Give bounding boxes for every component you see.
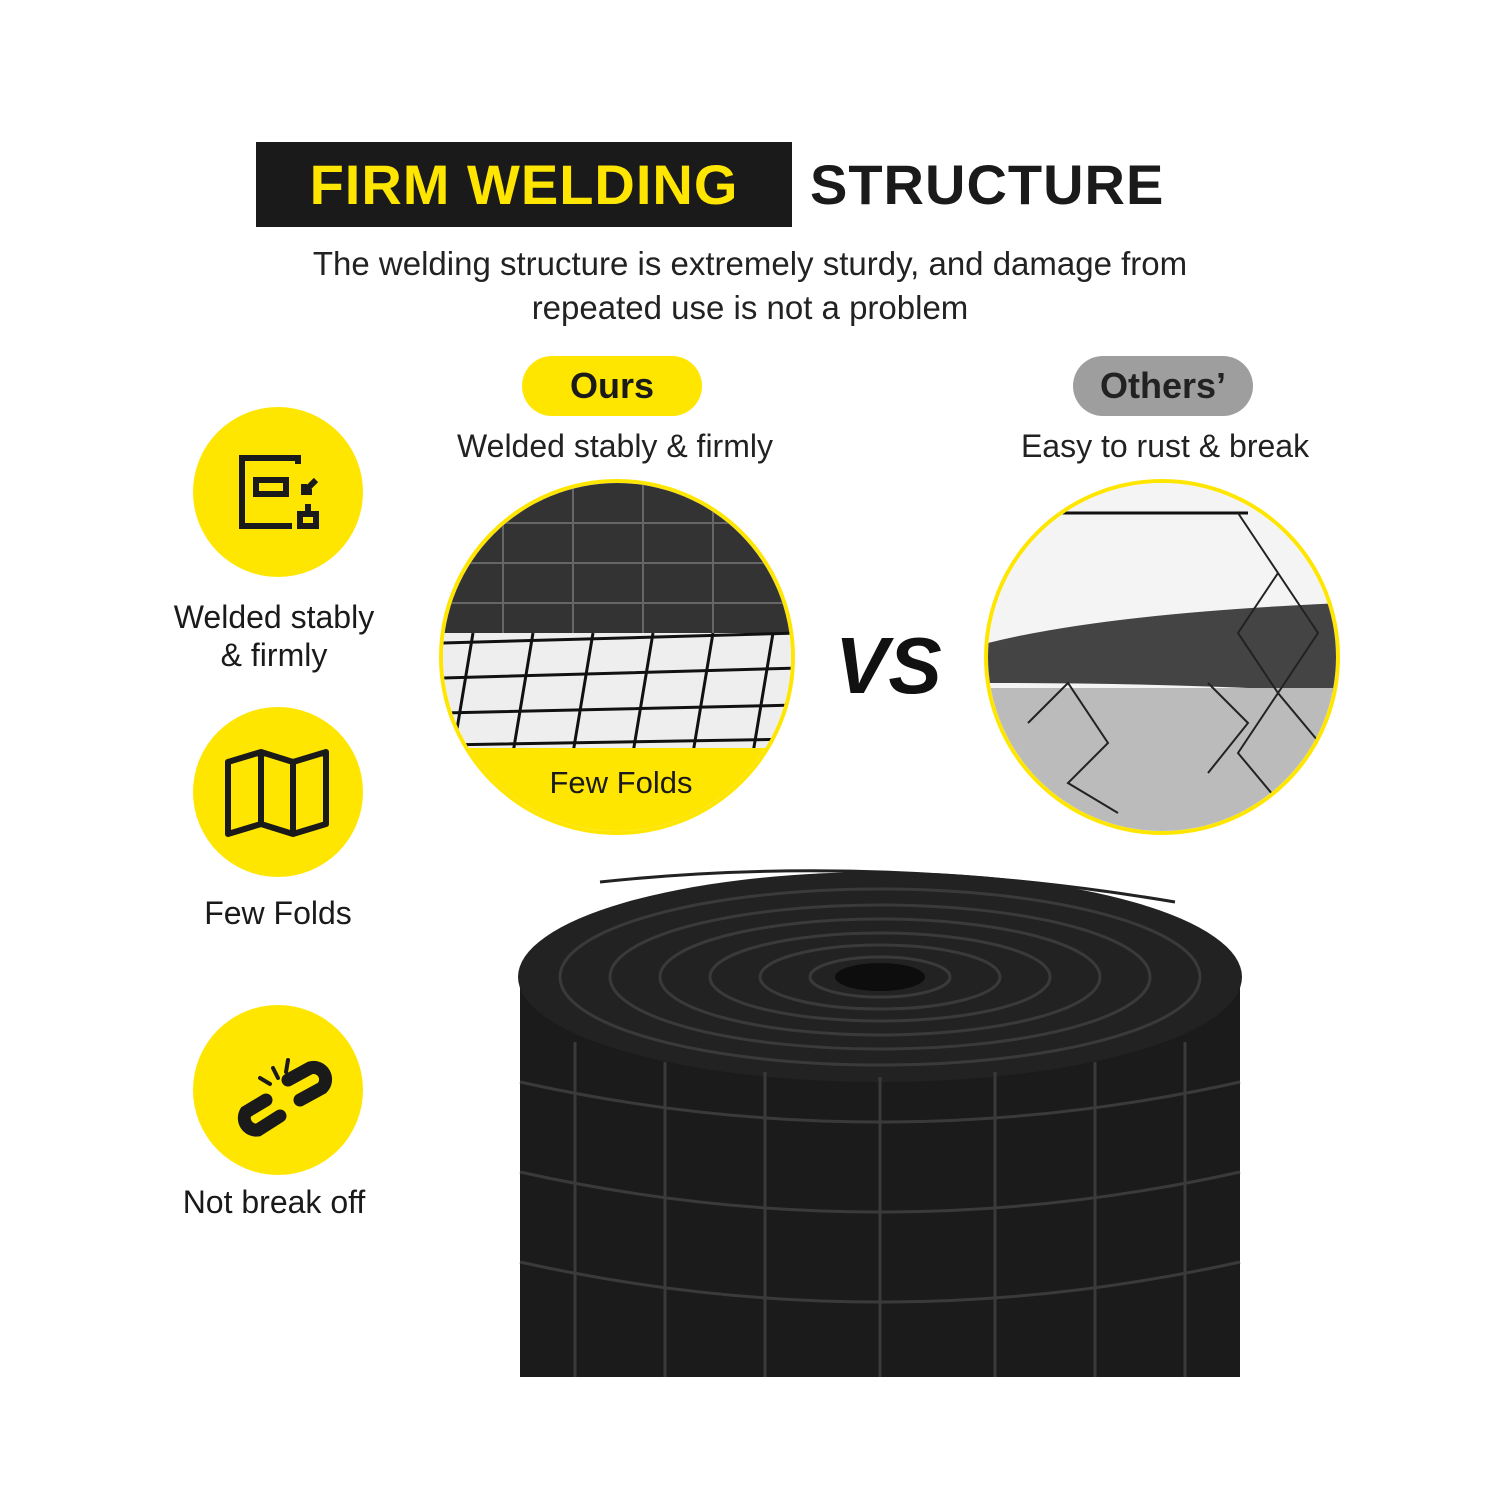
subtitle: The welding structure is extremely sturd… (200, 242, 1300, 330)
ours-photo: Few Folds (439, 479, 795, 835)
wire-mesh-roll-image (515, 862, 1245, 1382)
feature-text: & firmly (220, 637, 328, 673)
ours-badge: Ours (522, 356, 702, 416)
subtitle-line: The welding structure is extremely sturd… (312, 245, 1188, 282)
ours-caption: Welded stably & firmly (457, 428, 773, 464)
title-rest: STRUCTURE (810, 153, 1165, 216)
others-photo (984, 479, 1340, 835)
title-highlight: FIRM WELDING (256, 142, 792, 227)
others-caption: Easy to rust & break (1020, 428, 1310, 464)
folded-map-icon (193, 707, 363, 877)
ours-photo-caption: Few Folds (550, 765, 693, 800)
broken-chain-icon (193, 1005, 363, 1175)
feature-label: Not break off (182, 1184, 366, 1220)
feature-text: Welded stably (173, 599, 375, 635)
feature-label: Welded stably& firmly (124, 598, 424, 674)
weld-icon (193, 407, 363, 577)
feature-label: Few Folds (204, 895, 352, 931)
others-badge: Others’ (1073, 356, 1253, 416)
vs-label: VS (835, 621, 942, 710)
subtitle-line: repeated use is not a problem (531, 289, 969, 326)
